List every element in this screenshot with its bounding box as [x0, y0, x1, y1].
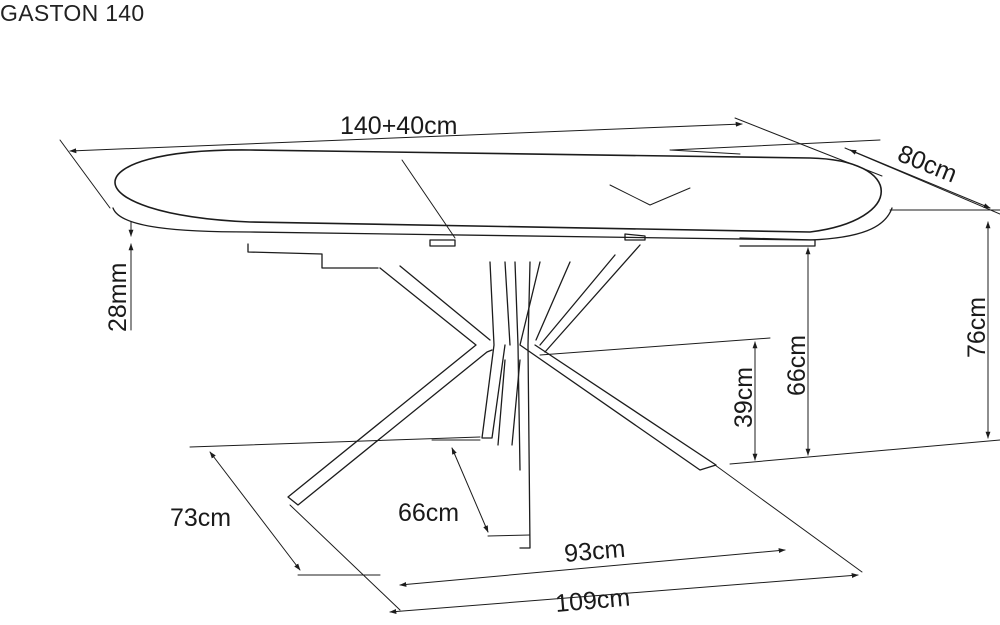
top-thickness-label: 28mm	[104, 263, 132, 332]
base-depth-label: 73cm	[170, 504, 231, 532]
dimension-arrows	[69, 121, 991, 614]
clearance-label: 66cm	[783, 335, 811, 396]
product-title: GASTON 140	[0, 0, 145, 26]
table-legs	[287, 244, 717, 549]
base-width-inner-label: 93cm	[563, 535, 626, 568]
height-label: 76cm	[963, 297, 991, 358]
table-top	[112, 149, 893, 269]
leg-height-label: 39cm	[730, 367, 758, 428]
base-width-outer-label: 109cm	[554, 584, 631, 618]
depth-label: 80cm	[894, 140, 961, 189]
length-label: 140+40cm	[340, 112, 457, 140]
base-inner-label: 66cm	[398, 499, 459, 527]
